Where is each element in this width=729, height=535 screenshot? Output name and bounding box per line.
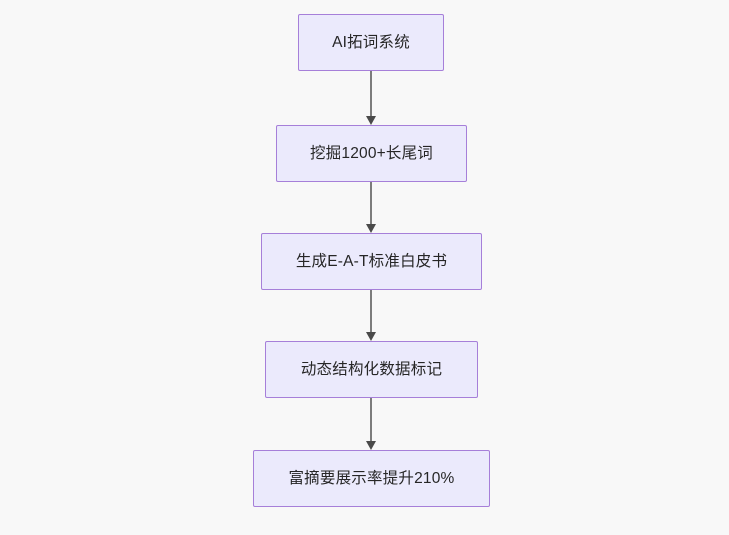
flowchart-node-eat-whitepaper[interactable]: 生成E-A-T标准白皮书 xyxy=(261,233,482,290)
flowchart-node-label: AI拓词系统 xyxy=(332,33,410,51)
flowchart-node-rich-snippet-result[interactable]: 富摘要展示率提升210% xyxy=(253,450,490,507)
flowchart-node-ai-keyword-system[interactable]: AI拓词系统 xyxy=(298,14,444,71)
down-arrow-icon xyxy=(366,441,376,450)
flowchart-node-structured-data-markup[interactable]: 动态结构化数据标记 xyxy=(265,341,478,398)
flowchart-edge-0 xyxy=(370,71,372,116)
down-arrow-icon xyxy=(366,116,376,125)
flowchart-node-label: 动态结构化数据标记 xyxy=(300,360,443,378)
flowchart-node-longtail-keywords[interactable]: 挖掘1200+长尾词 xyxy=(276,125,467,182)
down-arrow-icon xyxy=(366,224,376,233)
flowchart-node-label: 生成E-A-T标准白皮书 xyxy=(295,252,448,270)
flowchart-node-label: 富摘要展示率提升210% xyxy=(288,469,455,487)
down-arrow-icon xyxy=(366,332,376,341)
flowchart-edge-1 xyxy=(370,182,372,224)
flowchart-edge-2 xyxy=(370,290,372,332)
flowchart-node-label: 挖掘1200+长尾词 xyxy=(309,144,434,162)
flowchart-edge-3 xyxy=(370,398,372,441)
